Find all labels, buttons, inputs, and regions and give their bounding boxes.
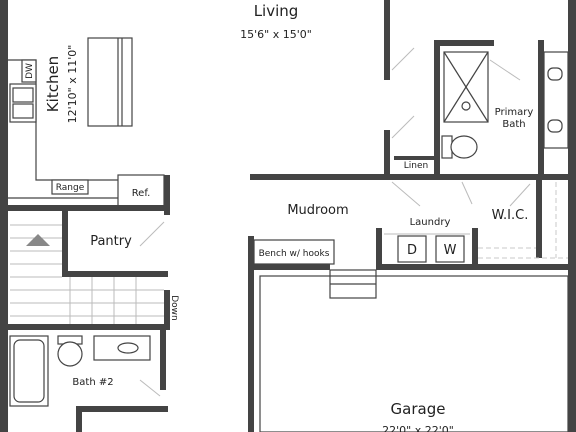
stair-arrow-icon	[26, 234, 50, 246]
dw-label: DW	[25, 63, 35, 79]
living-dimensions: 15'6" x 15'0"	[240, 28, 312, 41]
primary-walls	[250, 0, 568, 180]
kitchen-area	[8, 37, 165, 208]
pantry-label: Pantry	[90, 234, 132, 249]
dryer-label: D	[407, 243, 417, 258]
primary-bath-label-1: Primary	[495, 107, 534, 118]
stairs	[10, 224, 164, 324]
kitchen-dimensions: 12'10" x 11'0"	[66, 45, 79, 124]
bath2-label: Bath #2	[72, 377, 113, 388]
bench	[253, 239, 335, 265]
washer-label: W	[444, 243, 457, 258]
dryer	[397, 235, 427, 263]
garage-dimensions: 22'0" x 22'0"	[382, 424, 454, 432]
living-label: Living	[254, 2, 299, 20]
mudroom-label: Mudroom	[287, 203, 348, 218]
washer	[435, 235, 465, 263]
vanity	[543, 51, 569, 149]
range-label: Range	[56, 183, 85, 193]
laundry-label: Laundry	[410, 217, 451, 228]
linen-label: Linen	[404, 161, 428, 171]
pantry-walls	[0, 175, 170, 330]
wic-label: W.I.C.	[492, 208, 529, 223]
bench-label: Bench w/ hooks	[259, 249, 330, 259]
garage-walls	[248, 236, 569, 432]
primary-bath-label-2: Bath	[502, 119, 525, 130]
primary-toilet	[441, 135, 478, 159]
stairs-down-label: Down	[169, 295, 179, 321]
bath2-area	[9, 330, 168, 432]
ref-label: Ref.	[132, 188, 151, 199]
kitchen-label: Kitchen	[44, 56, 62, 112]
garage-label: Garage	[391, 400, 446, 418]
shower	[443, 51, 521, 123]
